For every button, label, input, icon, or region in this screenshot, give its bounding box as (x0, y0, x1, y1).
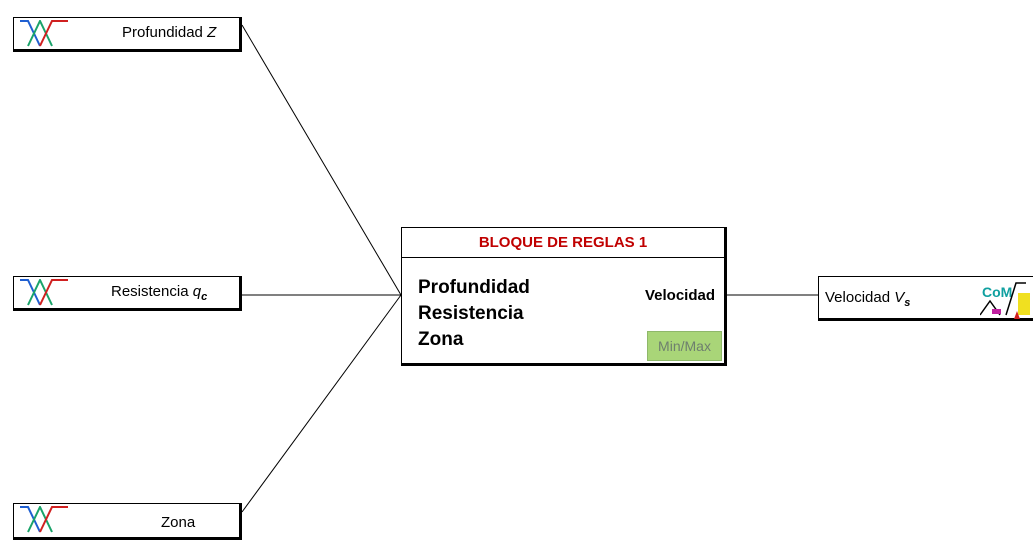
rule-input-label: Zona (418, 329, 464, 350)
aggregation-method-button[interactable]: Min/Max (647, 331, 722, 361)
rule-block[interactable]: BLOQUE DE REGLAS 1 Profundidad Resistenc… (401, 227, 727, 366)
com-text: CoM (982, 284, 1012, 300)
input-label: Zona (161, 514, 196, 531)
input-label: Profundidad Z (122, 24, 217, 41)
membership-functions-icon (20, 20, 68, 47)
input-variable-profundidad[interactable]: Profundidad Z (13, 17, 242, 52)
membership-functions-icon (20, 506, 68, 533)
center-of-maximum-icon: CoM (980, 282, 1030, 319)
membership-functions-icon (20, 279, 68, 306)
rule-output-label: Velocidad (644, 287, 715, 304)
wire-zona (241, 294, 402, 513)
wire-profundidad (241, 24, 402, 296)
rule-input-label: Profundidad (418, 277, 530, 298)
input-variable-resistencia[interactable]: Resistencia qc (13, 276, 242, 311)
input-label: Resistencia qc (111, 283, 208, 303)
rule-block-inputs: Profundidad Resistencia Zona (418, 275, 530, 353)
output-label: Velocidad Vs (825, 289, 911, 309)
rule-block-title: BLOQUE DE REGLAS 1 (402, 228, 724, 258)
output-variable-velocidad[interactable]: Velocidad Vs CoM (818, 276, 1033, 321)
rule-input-label: Resistencia (418, 303, 524, 324)
input-variable-zona[interactable]: Zona (13, 503, 242, 540)
